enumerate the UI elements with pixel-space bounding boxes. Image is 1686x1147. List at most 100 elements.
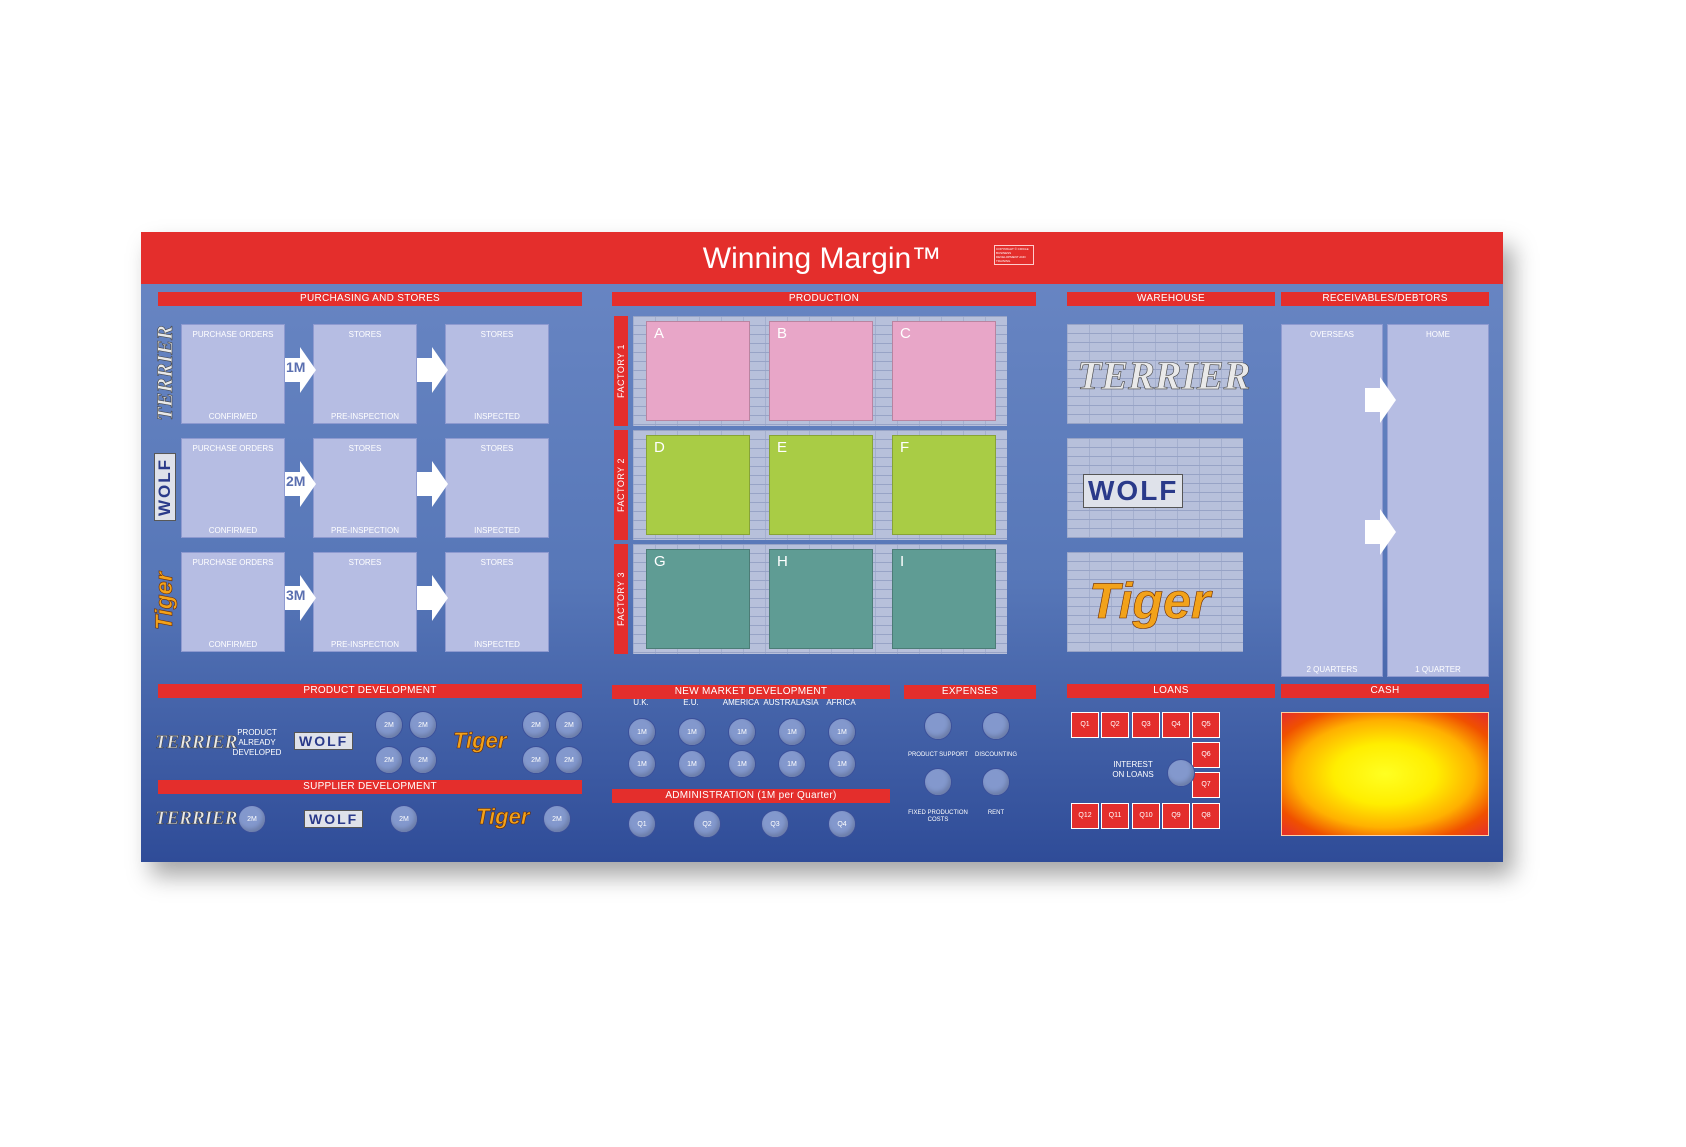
wolf-logo: WOLF: [1083, 474, 1184, 508]
cell-letter: B: [777, 325, 788, 342]
receivables-overseas[interactable]: OVERSEAS 2 QUARTERS: [1281, 324, 1383, 677]
cell-letter: A: [654, 325, 665, 342]
market-coin[interactable]: 1M: [828, 750, 856, 778]
warehouse-wolf[interactable]: WOLF: [1067, 438, 1243, 538]
sd-terrier-coin[interactable]: 2M: [238, 805, 266, 833]
market-coin[interactable]: 1M: [678, 718, 706, 746]
pd-terrier-logo: TERRIER: [155, 732, 238, 754]
production-cell-b[interactable]: B: [769, 321, 873, 421]
loan-slot-q11[interactable]: Q11: [1101, 803, 1129, 829]
market-coin[interactable]: 1M: [778, 750, 806, 778]
sd-wolf-coin[interactable]: 2M: [390, 805, 418, 833]
inspection-arrow: [417, 575, 448, 621]
pd-tiger-coin[interactable]: 2M: [555, 746, 583, 774]
admin-coin-q3[interactable]: Q3: [761, 810, 789, 838]
card-bottom-label: CONFIRMED: [208, 640, 258, 649]
receivables-header: RECEIVABLES/DEBTORS: [1281, 292, 1489, 306]
warehouse-tiger[interactable]: Tiger: [1067, 552, 1243, 652]
loan-slot-q10[interactable]: Q10: [1132, 803, 1160, 829]
market-coin[interactable]: 1M: [728, 750, 756, 778]
factory-label-text: FACTORY 3: [616, 571, 626, 627]
cell-letter: I: [900, 553, 905, 570]
admin-coin-q1[interactable]: Q1: [628, 810, 656, 838]
pd-wolf-coin[interactable]: 2M: [375, 711, 403, 739]
expense-fixed-costs-coin[interactable]: [924, 768, 952, 796]
pd-wolf-coin[interactable]: 2M: [375, 746, 403, 774]
market-coin[interactable]: 1M: [678, 750, 706, 778]
loan-slot-q8[interactable]: Q8: [1192, 803, 1220, 829]
expenses-header: EXPENSES: [904, 685, 1036, 699]
loan-slot-q9[interactable]: Q9: [1162, 803, 1190, 829]
card-bottom-label: INSPECTED: [474, 526, 520, 535]
loan-slot-q4[interactable]: Q4: [1162, 712, 1190, 738]
lead-time-label: 1M: [286, 359, 306, 375]
production-cell-d[interactable]: D: [646, 435, 750, 535]
cell-letter: F: [900, 439, 910, 456]
admin-coin-q2[interactable]: Q2: [693, 810, 721, 838]
loan-slot-q2[interactable]: Q2: [1101, 712, 1129, 738]
warehouse-terrier[interactable]: TERRIER: [1067, 324, 1251, 424]
loan-slot-q1[interactable]: Q1: [1071, 712, 1099, 738]
card-top-label: PURCHASE ORDERS: [192, 558, 274, 567]
factory-label-2: FACTORY 2: [614, 430, 628, 540]
production-cell-a[interactable]: A: [646, 321, 750, 421]
brand-logo-text: Tiger: [151, 571, 179, 631]
interest-coin[interactable]: [1167, 759, 1195, 787]
production-cell-g[interactable]: G: [646, 549, 750, 649]
purchasing-card[interactable]: STORES PRE-INSPECTION: [313, 324, 417, 424]
production-cell-e[interactable]: E: [769, 435, 873, 535]
pd-wolf-coin[interactable]: 2M: [409, 746, 437, 774]
terrier-logo: TERRIER: [1077, 353, 1251, 399]
purchasing-logo-wolf: WOLF: [153, 442, 177, 532]
expense-discounting-coin[interactable]: [982, 712, 1010, 740]
loan-slot-q12[interactable]: Q12: [1071, 803, 1099, 829]
pd-tiger-coin[interactable]: 2M: [555, 711, 583, 739]
market-coin[interactable]: 1M: [628, 718, 656, 746]
market-coin[interactable]: 1M: [728, 718, 756, 746]
admin-coin-q4[interactable]: Q4: [828, 810, 856, 838]
expense-rent-coin[interactable]: [982, 768, 1010, 796]
expense-product-support-coin[interactable]: [924, 712, 952, 740]
market-coin[interactable]: 1M: [778, 718, 806, 746]
pd-tiger-coin[interactable]: 2M: [522, 746, 550, 774]
production-cell-f[interactable]: F: [892, 435, 996, 535]
market-coin[interactable]: 1M: [628, 750, 656, 778]
supplier-development-header: SUPPLIER DEVELOPMENT: [158, 780, 582, 794]
production-cell-i[interactable]: I: [892, 549, 996, 649]
title-bar: Winning Margin™ COPYRIGHT © CIRCLE BUSIN…: [141, 232, 1503, 284]
factory-label-text: FACTORY 2: [616, 457, 626, 513]
interest-on-loans-label: INTEREST ON LOANS: [1112, 760, 1154, 779]
production-cell-c[interactable]: C: [892, 321, 996, 421]
card-top-label: STORES: [348, 330, 382, 339]
pd-wolf-coin[interactable]: 2M: [409, 711, 437, 739]
loan-slot-q5[interactable]: Q5: [1192, 712, 1220, 738]
purchasing-card[interactable]: PURCHASE ORDERS CONFIRMED: [181, 552, 285, 652]
purchase-arrow: 2M: [285, 461, 316, 507]
sd-tiger-coin[interactable]: 2M: [543, 805, 571, 833]
card-bottom-label: INSPECTED: [474, 412, 520, 421]
expense-discounting-label: DISCOUNTING: [975, 752, 1017, 758]
purchasing-card[interactable]: STORES INSPECTED: [445, 438, 549, 538]
card-top-label: STORES: [480, 444, 514, 453]
loan-slot-q6[interactable]: Q6: [1192, 742, 1220, 768]
factory-label-1: FACTORY 1: [614, 316, 628, 426]
card-bottom-label: PRE-INSPECTION: [330, 412, 399, 421]
card-top-label: PURCHASE ORDERS: [192, 444, 274, 453]
brand-logo-text: TERRIER: [152, 325, 178, 421]
production-cell-h[interactable]: H: [769, 549, 873, 649]
market-coin[interactable]: 1M: [828, 718, 856, 746]
cash-area[interactable]: [1281, 712, 1489, 836]
pd-tiger-coin[interactable]: 2M: [522, 711, 550, 739]
card-bottom-label: PRE-INSPECTION: [330, 526, 399, 535]
receivables-home[interactable]: HOME 1 QUARTER: [1387, 324, 1489, 677]
loan-slot-q7[interactable]: Q7: [1192, 772, 1220, 798]
card-top-label: STORES: [348, 558, 382, 567]
receivables-arrow-2: [1365, 509, 1396, 555]
loan-slot-q3[interactable]: Q3: [1132, 712, 1160, 738]
